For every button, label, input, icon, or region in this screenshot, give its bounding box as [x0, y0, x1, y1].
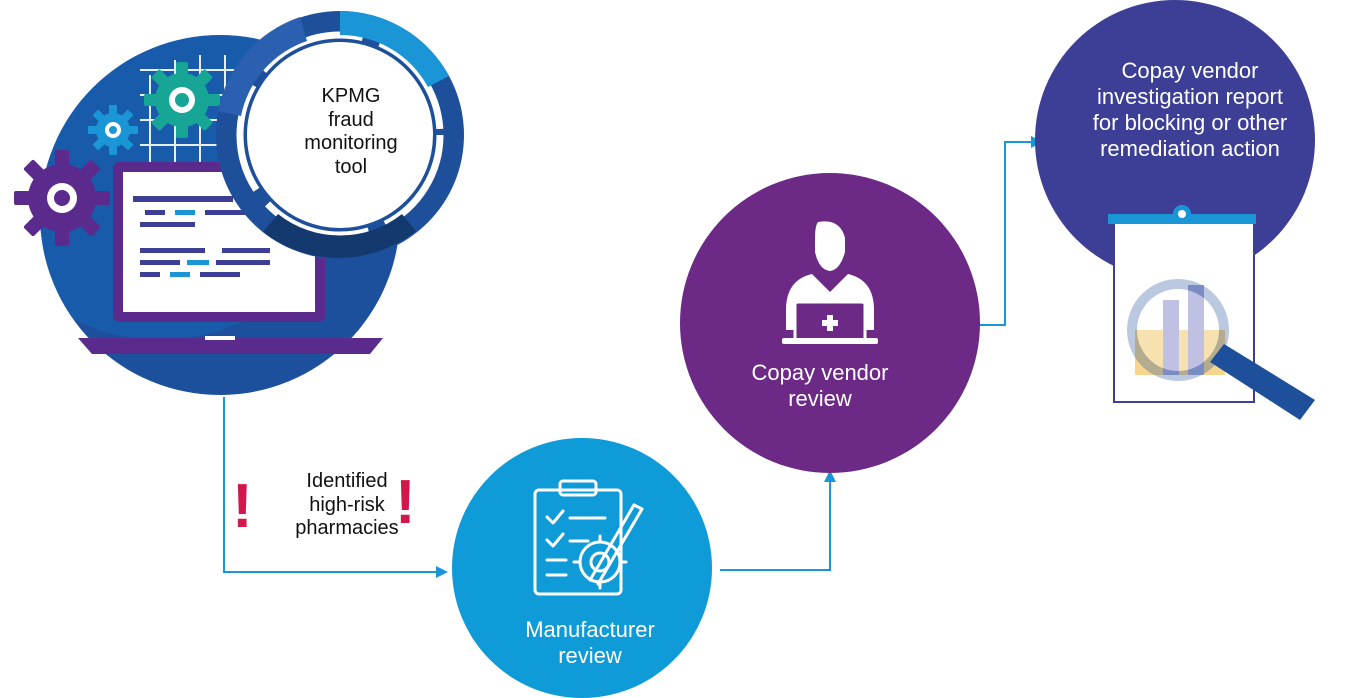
- cycle-arrows-icon: [216, 11, 464, 259]
- arrowhead-to-vendor: [824, 470, 836, 482]
- person-at-laptop-icon: [782, 221, 878, 344]
- report-label-line-4: remediation action: [1100, 135, 1280, 161]
- gear-icon-large: [14, 150, 110, 246]
- connector-manufacturer-to-vendor: [720, 480, 831, 571]
- flag-label-line-2: high-risk: [309, 493, 385, 516]
- monitoring-tool-node: [14, 11, 464, 395]
- alert-exclamation-icon-right: !: [395, 468, 416, 537]
- alert-exclamation-icon-left: !: [232, 472, 253, 541]
- vendor-review-node: [680, 173, 980, 473]
- connector-monitoring-to-manufacturer: [223, 397, 438, 573]
- manufacturer-review-node: [452, 438, 712, 698]
- clipboard-gear-pencil-icon: [533, 479, 644, 596]
- vendor-label-line-2: review: [788, 385, 852, 411]
- vendor-report-node: [1035, 0, 1315, 420]
- flag-label-line-3: pharmacies: [295, 517, 399, 540]
- vendor-label-line-1: Copay vendor: [751, 360, 889, 385]
- flow-connectors: [223, 141, 1033, 573]
- monitoring-tool-label-line-1: KPMG: [321, 85, 381, 107]
- manufacturer-label-line-1: Manufacturer: [525, 617, 655, 642]
- monitoring-tool-label-line-3: monitoring: [304, 132, 398, 155]
- screen-text-lines: [133, 196, 270, 277]
- gear-icon-small: [88, 105, 138, 155]
- monitoring-tool-label-line-4: tool: [334, 155, 368, 178]
- report-label-line-3: for blocking or other: [1092, 109, 1288, 135]
- flag-label-line-1: Identified: [306, 470, 388, 492]
- manufacturer-label-line-2: review: [558, 642, 622, 668]
- arrowhead-to-manufacturer: [436, 566, 448, 578]
- vendor-report-label: Copay vendor investigation report for bl…: [1035, 58, 1345, 162]
- high-risk-pharmacies-label: Identified high-risk pharmacies: [262, 470, 432, 541]
- gear-icon-medium: [144, 62, 220, 138]
- monitoring-tool-label-line-2: fraud: [328, 108, 374, 131]
- manufacturer-review-label: Manufacturer review: [470, 617, 710, 669]
- report-label-line-2: investigation report: [1097, 83, 1283, 109]
- monitoring-tool-label: KPMG fraud monitoring tool: [286, 85, 416, 179]
- report-label-line-1: Copay vendor: [1121, 58, 1259, 83]
- clipboard-bar-chart-magnifier-icon: [1108, 205, 1315, 420]
- connector-vendor-to-report: [978, 141, 1033, 326]
- vendor-review-label: Copay vendor review: [700, 360, 940, 412]
